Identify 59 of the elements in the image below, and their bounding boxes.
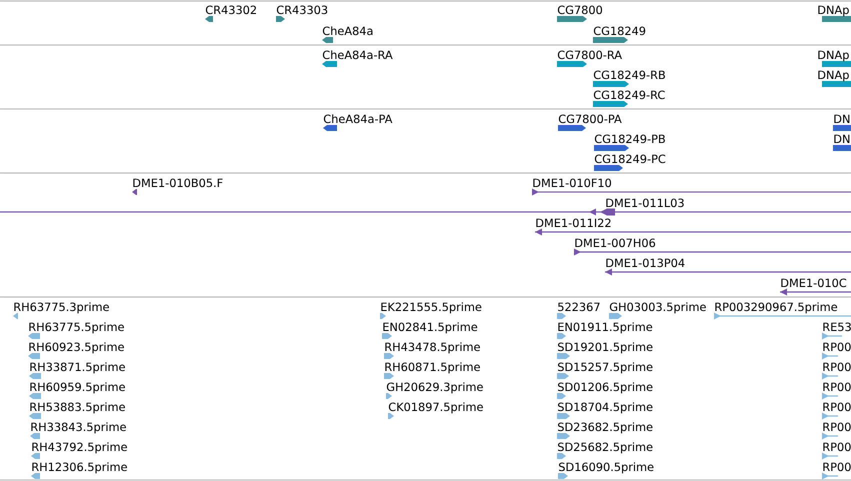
feature-label: GH20629.3prime: [386, 382, 483, 394]
feature-label: EN02841.5prime: [383, 322, 478, 334]
feature-label: RP00: [823, 342, 851, 352]
feature-label: RP00: [823, 382, 851, 392]
feature-label: CheA84a-PA: [324, 114, 392, 124]
feature-label: RH43792.5prime: [32, 442, 127, 454]
feature-label: 522367: [558, 302, 600, 312]
feature-label: CG18249-RC: [594, 90, 665, 100]
feature-label: CG18249: [594, 26, 646, 36]
feature-label: DME1-010B05.F: [133, 178, 223, 188]
feature-label: SD15257.5prime: [558, 362, 652, 374]
feature-label: CK01897.5prime: [388, 402, 483, 414]
feature-label: CR43302: [206, 6, 256, 14]
feature-label: DME1-011L03: [606, 198, 684, 208]
feature-label: EK221555.5prime: [381, 302, 482, 314]
feature-label: RH63775.5prime: [29, 322, 124, 334]
feature-label: SD19201.5prime: [558, 342, 652, 354]
feature-label: DNAp: [818, 70, 849, 82]
feature-label: RH12306.5prime: [32, 462, 127, 474]
feature-label: RH60959.5prime: [30, 382, 125, 394]
feature-label: RP00: [823, 362, 851, 372]
feature-label: RP00: [823, 422, 851, 432]
feature-label: CG18249-PC: [594, 154, 666, 164]
feature-label: RH53883.5prime: [30, 402, 125, 414]
feature-label: RH63775.3prime: [14, 302, 109, 314]
feature-label: DME1-007H06: [575, 238, 656, 248]
feature-label: CG18249-RB: [594, 70, 665, 80]
feature-label: CR43303: [276, 6, 328, 14]
feature-label: CheA84a-RA: [322, 50, 393, 60]
feature-label: SD18704.5prime: [558, 402, 652, 414]
feature-label: DME1-010C: [781, 278, 846, 288]
feature-label: RP00: [823, 402, 851, 412]
feature-label: SD16090.5prime: [559, 462, 654, 474]
feature-label: CG7800-PA: [558, 114, 622, 124]
feature-label: RP00: [823, 442, 851, 452]
feature-label: CG7800: [558, 6, 602, 14]
feature-label: RH33871.5prime: [30, 362, 125, 374]
feature-label: DNAp: [818, 6, 849, 16]
feature-label: RP00: [823, 462, 851, 472]
feature-label: DN: [834, 134, 850, 143]
feature-label: RE53: [823, 322, 851, 332]
feature-label: DN: [834, 114, 850, 123]
feature-label: DNAp: [818, 50, 849, 62]
feature-label: RH60871.5prime: [385, 362, 480, 374]
feature-label: CG18249-PB: [594, 134, 665, 144]
feature-label: RP003290967.5prime: [715, 302, 838, 314]
feature-label: CheA84a: [322, 26, 372, 36]
feature-label: DME1-010F10: [533, 178, 612, 188]
feature-label: DME1-013P04: [606, 258, 684, 268]
feature-label: SD01206.5prime: [558, 382, 652, 394]
feature-label: EN01911.5prime: [558, 322, 652, 334]
feature-label: GH03003.5prime: [610, 302, 706, 314]
feature-label: SD25682.5prime: [558, 442, 652, 454]
feature-label: CG7800-RA: [558, 50, 622, 60]
feature-label: RH60923.5prime: [29, 342, 124, 354]
feature-label: RH33843.5prime: [31, 422, 126, 434]
feature-label: SD23682.5prime: [558, 422, 652, 434]
feature-label: DME1-011I22: [536, 218, 610, 228]
feature-label: RH43478.5prime: [385, 342, 480, 354]
